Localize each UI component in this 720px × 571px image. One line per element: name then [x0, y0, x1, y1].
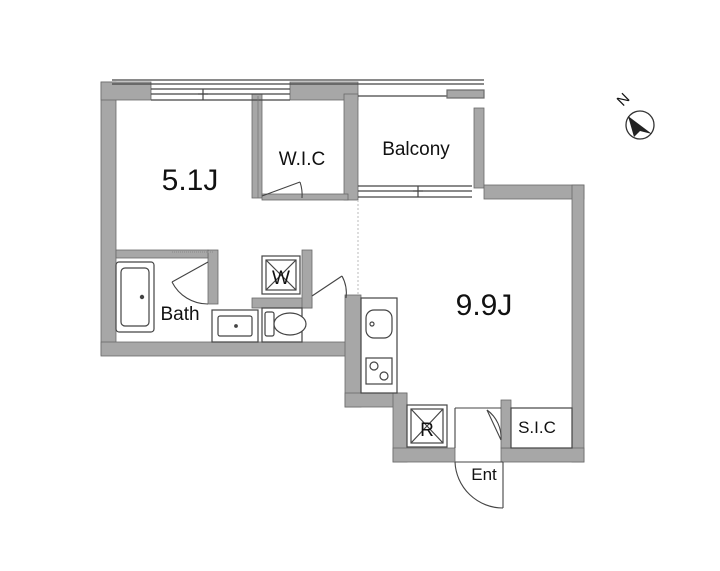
compass-north-label: N [614, 90, 634, 110]
fridge-box [406, 404, 448, 448]
sic-label: S.I.C [518, 418, 556, 437]
entrance-label: Ent [471, 465, 497, 484]
bedroom-label: 5.1J [162, 164, 219, 197]
bath-label: Bath [160, 304, 199, 325]
toilet [261, 307, 307, 343]
balcony-label: Balcony [382, 139, 450, 160]
compass-needle-icon [628, 116, 652, 137]
compass: N [614, 90, 655, 140]
doors [171, 96, 504, 509]
kitchen-counter [360, 297, 398, 394]
wic-label: W.I.C [279, 149, 325, 170]
washer-label: W [272, 268, 290, 289]
sic-box [510, 407, 573, 449]
washbasin [211, 309, 259, 343]
fridge-label: R [420, 420, 434, 441]
window-lines [112, 79, 485, 198]
bathtub [115, 261, 155, 333]
washer-box [261, 255, 301, 295]
walls [100, 81, 585, 463]
main-room-label: 9.9J [456, 289, 513, 322]
